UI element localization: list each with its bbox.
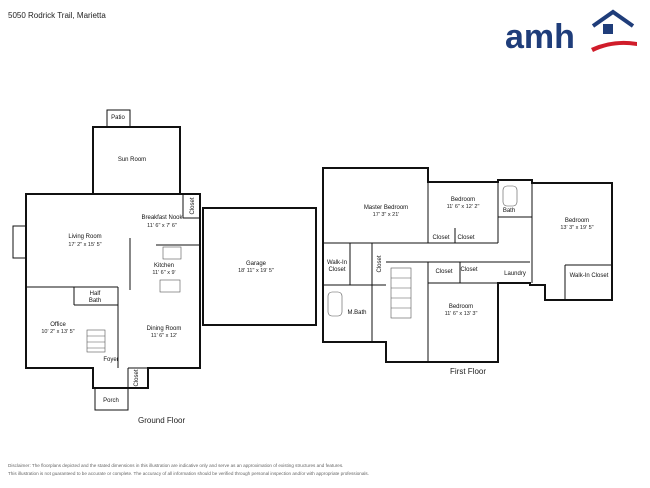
label-foyer: Foyer bbox=[103, 357, 118, 363]
tub-bath bbox=[502, 185, 518, 207]
stove-shape bbox=[159, 279, 181, 293]
label-sun-room: Sun Room bbox=[118, 157, 146, 163]
stairs-first bbox=[390, 267, 412, 319]
ground-floor-plan bbox=[12, 109, 317, 411]
label-breakfast-nook: Breakfast Nook bbox=[141, 215, 183, 221]
dim-office: 10' 2" x 13' 5" bbox=[41, 329, 74, 335]
logo-swoosh-icon bbox=[591, 40, 637, 52]
label-fireplace: Fireplace bbox=[16, 229, 22, 254]
dim-breakfast-nook: 11' 6" x 7' 6" bbox=[147, 223, 177, 229]
disclaimer: Disclaimer: The floorplans depicted and … bbox=[8, 462, 628, 478]
main-house-walls bbox=[25, 193, 201, 389]
sink-shape bbox=[162, 246, 182, 260]
label-closet-b: Closet bbox=[457, 235, 474, 241]
label-porch: Porch bbox=[103, 398, 119, 404]
label-closet-a: Closet bbox=[432, 235, 449, 241]
label-bedroom-2: Bedroom bbox=[451, 197, 475, 203]
logo-window-icon bbox=[603, 24, 613, 34]
label-living-room: Living Room bbox=[68, 234, 101, 240]
dim-bedroom-4: 11' 6" x 13' 3" bbox=[445, 311, 478, 317]
label-dining-room: Dining Room bbox=[147, 326, 182, 332]
label-garage: Garage bbox=[246, 261, 267, 267]
label-master-bedroom: Master Bedroom bbox=[364, 205, 408, 211]
label-closet-2: Closet bbox=[134, 369, 140, 386]
label-m-bath: M.Bath bbox=[347, 310, 366, 316]
dim-master-bedroom: 17' 3" x 21' bbox=[373, 212, 400, 218]
label-walk-in-2: Walk-In Closet bbox=[570, 273, 609, 279]
first-floor-plan bbox=[322, 167, 613, 363]
dim-garage: 18' 11" x 19' 5" bbox=[238, 268, 274, 274]
logo-roof-icon bbox=[591, 9, 635, 28]
label-closet-d: Closet bbox=[435, 269, 452, 275]
label-closet-c: Closet bbox=[377, 255, 383, 272]
label-closet-1: Closet bbox=[190, 197, 196, 214]
label-walk-in-1: Walk-In bbox=[327, 260, 347, 266]
logo-text: amh bbox=[505, 18, 575, 54]
amh-logo: amh bbox=[505, 9, 637, 54]
label-half-bath-1: Half bbox=[90, 291, 101, 297]
first-floor-caption: First Floor bbox=[450, 367, 486, 376]
label-kitchen: Kitchen bbox=[154, 263, 174, 269]
label-closet-e: Closet bbox=[460, 267, 477, 273]
fireplace-box bbox=[12, 225, 27, 259]
property-address: 5050 Rodrick Trail, Marietta bbox=[8, 11, 106, 20]
label-bedroom-4: Bedroom bbox=[449, 304, 473, 310]
label-bath: Bath bbox=[503, 208, 515, 214]
dim-bedroom-2: 11' 6" x 12' 2" bbox=[447, 204, 480, 210]
disclaimer-line-2: This illustration is not guaranteed to b… bbox=[8, 471, 369, 476]
dim-bedroom-3: 13' 3" x 19' 5" bbox=[560, 225, 593, 231]
label-half-bath-2: Bath bbox=[89, 298, 101, 304]
label-laundry: Laundry bbox=[504, 271, 526, 277]
dim-dining-room: 11' 6" x 12' bbox=[151, 333, 177, 339]
label-bedroom-3: Bedroom bbox=[565, 218, 589, 224]
disclaimer-line-1: Disclaimer: The floorplans depicted and … bbox=[8, 463, 344, 468]
garage-walls bbox=[202, 207, 317, 326]
ground-floor-caption: Ground Floor bbox=[138, 416, 186, 425]
label-patio: Patio bbox=[111, 115, 125, 121]
dim-living-room: 17' 2" x 15' 5" bbox=[68, 242, 101, 248]
dim-kitchen: 11' 6" x 9' bbox=[152, 270, 175, 276]
label-office: Office bbox=[50, 322, 66, 328]
tub-master bbox=[327, 291, 343, 317]
label-walk-in-1b: Closet bbox=[328, 267, 345, 273]
porch-outline bbox=[94, 387, 129, 411]
stairs-ground bbox=[86, 329, 106, 353]
